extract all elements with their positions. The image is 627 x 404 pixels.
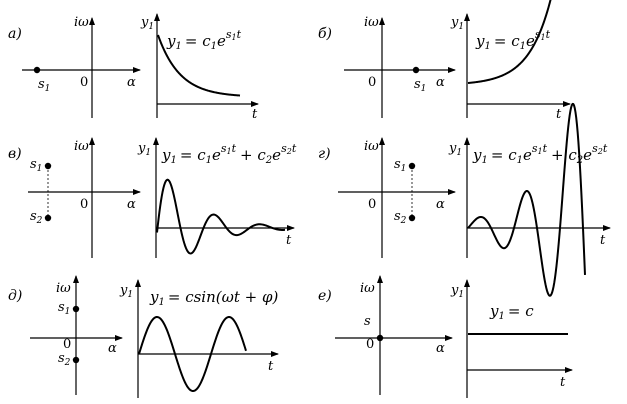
panel-e: е) iω α 0 s y1 t y1= c (318, 275, 573, 398)
panel-v-root-s2-label: s2 (30, 209, 43, 226)
panel-d-root-s1-label: s1 (58, 300, 70, 317)
panel-d-output-label: y1 (119, 283, 133, 300)
panel-g-response-curve (467, 102, 586, 297)
panel-a-imag-label: iω (74, 15, 89, 30)
panel-v-real-label: α (127, 197, 136, 212)
panel-g-label: г) (318, 146, 331, 162)
panel-v-origin: 0 (80, 197, 88, 212)
panel-b-output-label: y1 (450, 15, 464, 32)
panel-e-origin: 0 (366, 337, 374, 352)
panel-a-real-label: α (127, 75, 136, 90)
panel-g-imag-label: iω (364, 139, 379, 154)
panel-a: а) iω α 0 s1 y1 t y1= c1es1t (8, 13, 259, 122)
panel-v-imag-label: iω (74, 139, 89, 154)
panel-d-imag-label: iω (56, 281, 71, 296)
panel-b-root-s1-label: s1 (414, 77, 426, 94)
panel-d-real-label: α (108, 341, 117, 356)
panel-d-root-s2 (72, 356, 80, 364)
panel-v-root-s2 (44, 214, 52, 222)
panel-e-root-s-label: s (364, 314, 371, 329)
panel-g: г) iω α 0 s1 s2 y1 t y1= c1es1t+ c2es2t (318, 102, 611, 297)
panel-d-root-s2-label: s2 (58, 351, 71, 368)
panel-b-response-curve (467, 0, 552, 84)
panel-v-time-label: t (286, 233, 292, 248)
panel-v-label: в) (8, 146, 22, 162)
panel-g-equation: y1= c1es1t+ c2es2t (472, 142, 608, 166)
panel-e-root-s (376, 334, 384, 342)
panel-e-imag-label: iω (360, 281, 375, 296)
panel-a-origin: 0 (80, 75, 88, 90)
panel-a-root-s1-label: s1 (38, 77, 50, 94)
panel-d-response-curve (138, 315, 247, 393)
panel-e-output-label: y1 (450, 283, 464, 300)
panel-e-real-label: α (436, 341, 445, 356)
panel-g-origin: 0 (368, 197, 376, 212)
panel-g-root-s2 (408, 214, 416, 222)
panel-b: б) iω α 0 s1 y1 t y1= c1es1t (318, 0, 571, 122)
panel-d-time-label: t (268, 359, 274, 374)
panel-g-root-s2-label: s2 (394, 209, 407, 226)
panel-v-root-s1 (44, 162, 52, 170)
panel-b-time-label: t (556, 107, 562, 122)
panel-v: в) iω α 0 s1 s2 y1 t y1= c1es1t+ c2es2t (8, 137, 297, 258)
panel-e-time-label: t (560, 375, 566, 390)
panel-b-root-s1 (412, 66, 420, 74)
panel-a-root-s1 (33, 66, 41, 74)
panel-d-label: д) (8, 288, 22, 304)
panel-g-real-label: α (436, 197, 445, 212)
panel-d: д) iω α 0 s1 s2 y1 t y1= csin(ωt + φ) (8, 275, 279, 398)
panel-b-real-label: α (436, 75, 445, 90)
panel-a-equation: y1= c1es1t (166, 28, 242, 52)
panel-a-label: а) (8, 26, 22, 42)
panel-b-equation: y1= c1es1t (475, 28, 551, 52)
panel-d-equation: y1= csin(ωt + φ) (149, 288, 278, 308)
panel-a-output-label: y1 (140, 15, 154, 32)
panel-g-time-label: t (600, 233, 606, 248)
panel-v-root-s1-label: s1 (30, 157, 42, 174)
panel-b-label: б) (318, 26, 332, 42)
panel-v-equation: y1= c1es1t+ c2es2t (161, 142, 297, 166)
panel-a-response-curve (157, 34, 241, 97)
panel-e-label: е) (318, 288, 332, 304)
panel-v-response-curve (156, 178, 286, 255)
panel-g-root-s1 (408, 162, 416, 170)
panel-e-equation: y1= c (489, 302, 534, 322)
panel-d-root-s1 (72, 305, 80, 313)
panel-b-origin: 0 (368, 75, 376, 90)
panel-v-output-label: y1 (137, 141, 151, 158)
panel-g-output-label: y1 (448, 141, 462, 158)
panel-g-root-s1-label: s1 (394, 157, 406, 174)
panel-a-time-label: t (252, 107, 258, 122)
panel-b-imag-label: iω (364, 15, 379, 30)
panel-d-origin: 0 (63, 337, 71, 352)
